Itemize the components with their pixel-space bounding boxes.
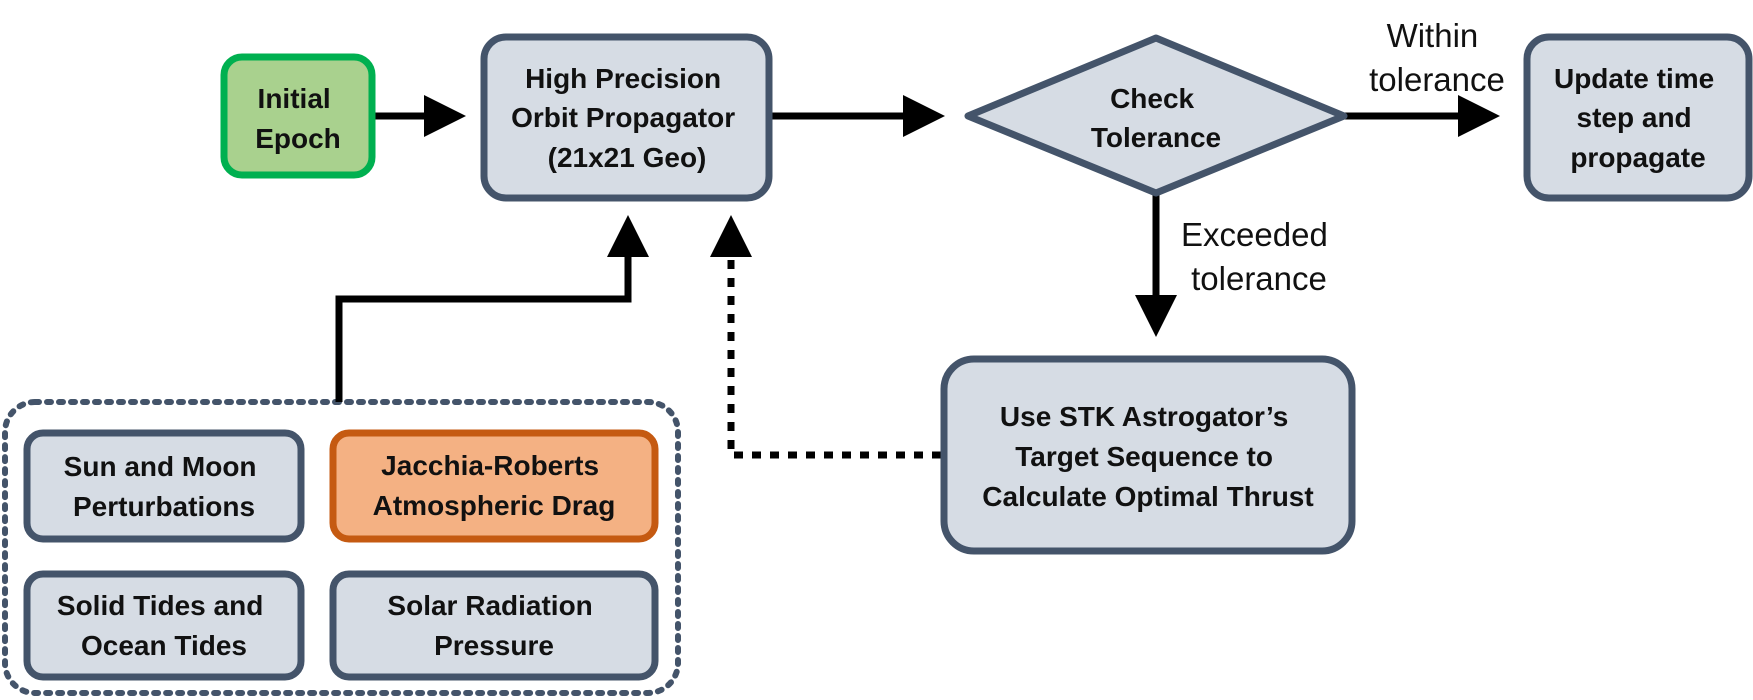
- node-solar-radiation-pressure-label: Solar Radiation Pressure: [387, 590, 600, 661]
- edge-label-exceeded-tolerance: Exceeded tolerance: [1181, 216, 1337, 297]
- node-orbit-propagator: [480, 33, 773, 202]
- node-check-tolerance: [964, 34, 1348, 197]
- node-update-time-step: [1523, 33, 1753, 202]
- node-update-time-step-label: Update time step and propagate: [1554, 63, 1722, 173]
- node-solar-radiation-pressure: [329, 570, 659, 681]
- node-solid-ocean-tides: [23, 570, 305, 681]
- node-target-sequence-label: Use STK Astrogator’s Target Sequence to …: [982, 401, 1313, 512]
- node-check-tolerance-label: Check Tolerance: [1091, 83, 1221, 153]
- node-sun-moon-perturbations: [23, 429, 305, 543]
- node-solid-ocean-tides-label: Solid Tides and Ocean Tides: [57, 590, 271, 661]
- node-orbit-propagator-label: High Precision Orbit Propagator (21x21 G…: [511, 63, 743, 173]
- node-initial-epoch-label: Initial Epoch: [255, 83, 341, 154]
- node-sun-moon-perturbations-label: Sun and Moon Perturbations: [64, 451, 265, 522]
- edge-label-within-tolerance: Within tolerance: [1369, 17, 1505, 98]
- edge-target-sequence-to-propagator: [710, 215, 941, 459]
- node-target-sequence: [940, 355, 1356, 555]
- node-jacchia-roberts-drag: [329, 429, 659, 543]
- node-jacchia-roberts-drag-label: Jacchia-Roberts Atmospheric Drag: [373, 450, 616, 521]
- edge-force-models-to-propagator: [335, 215, 649, 402]
- node-initial-epoch: [220, 53, 376, 179]
